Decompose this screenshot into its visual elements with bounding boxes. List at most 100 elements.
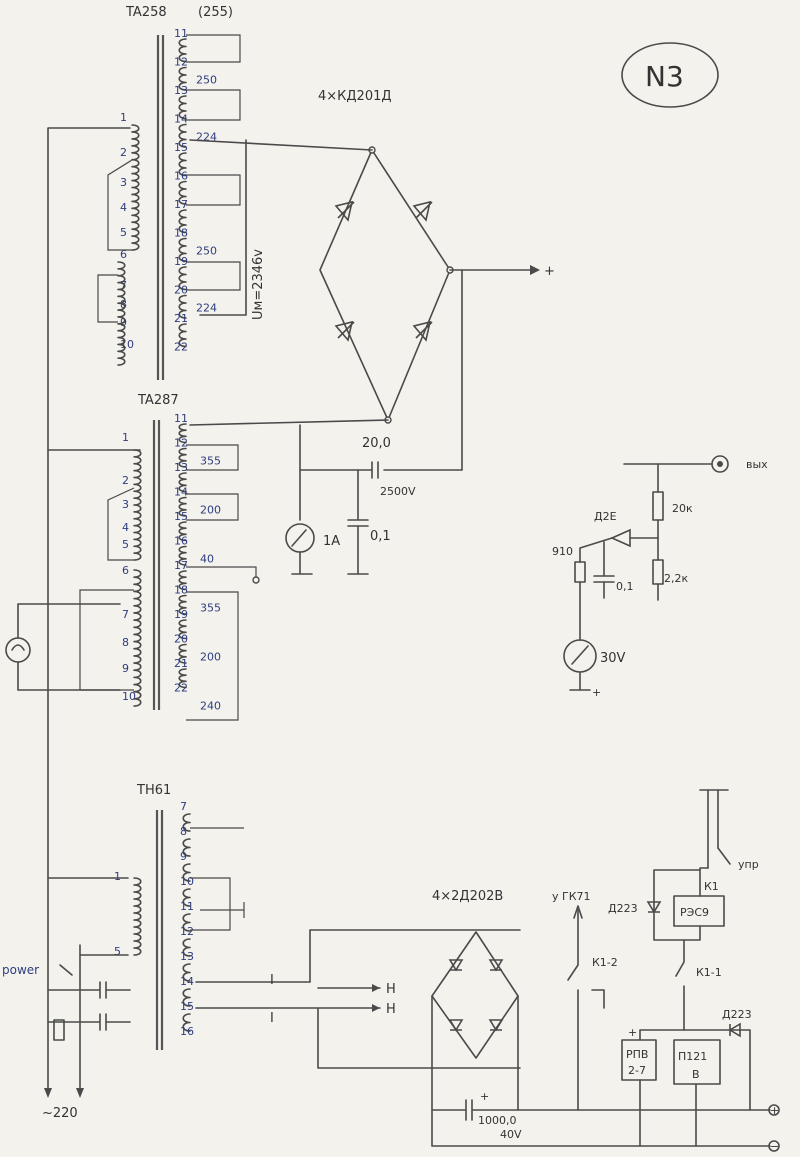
ta287-secondary-coil <box>178 423 187 444</box>
cap-big-value: 1000,0 <box>478 1114 517 1127</box>
voltmeter-ground <box>569 671 591 691</box>
th61-primary-pin: 1 <box>114 870 121 883</box>
bridge2-diode-icon <box>488 1019 504 1032</box>
bridge2-diode-icon <box>448 959 464 972</box>
upr-wires <box>707 789 719 869</box>
rpv-label-1: РПВ <box>626 1048 648 1061</box>
r1-value: 20к <box>672 502 693 515</box>
heater-arrow-2 <box>372 1004 380 1012</box>
p121-label-1: П121 <box>678 1050 707 1063</box>
ta287-secondary-voltage: 200 <box>200 651 221 664</box>
th61-secondary-pin: 16 <box>180 1025 194 1038</box>
ta287-secondary-pin: 21 <box>174 657 188 670</box>
ta287-primary-pin: 3 <box>122 498 129 511</box>
ta287-secondary-pin: 18 <box>174 584 188 597</box>
upr-switch <box>717 847 731 865</box>
resistor-r1 <box>652 491 664 521</box>
minus-rail <box>431 995 771 1147</box>
th61-secondary-coil <box>182 838 191 857</box>
mains-wire-1 <box>47 127 131 1091</box>
k12-arrow-icon <box>573 905 583 919</box>
bridge2-label: 4×2Д202В <box>432 889 503 904</box>
output-jack-center <box>717 461 723 467</box>
dc-out-arrow <box>530 265 540 275</box>
mains-arrow-1 <box>44 1088 52 1098</box>
ta287-secondary-coil <box>178 472 187 493</box>
plus-terminal-label: + <box>770 1104 779 1117</box>
ta258-primary-pin: 4 <box>120 201 127 214</box>
th61-secondary-coil <box>182 888 191 907</box>
ta287-secondary-pin: 11 <box>174 412 188 425</box>
ta258-secondary-pin: 17 <box>174 198 188 211</box>
meter-returns <box>639 1079 697 1147</box>
ta287-secondary-pin: 12 <box>174 437 188 450</box>
k11-contact <box>675 939 685 1031</box>
ta258-secondary-coil <box>178 266 187 291</box>
k12-stub <box>591 989 605 1009</box>
rpv-meter <box>621 1039 657 1081</box>
mains-filter-cap-1 <box>47 981 131 999</box>
ta287-primary-pin: 6 <box>122 564 129 577</box>
ta258-primary-pin: 3 <box>120 176 127 189</box>
th61-secondary-pin: 7 <box>180 800 187 813</box>
rpv-label-2: 2-7 <box>628 1064 646 1077</box>
ta287-secondary-pin: 22 <box>174 682 188 695</box>
ta287-tap-loop <box>186 493 239 521</box>
ammeter-needle <box>291 529 307 547</box>
ta258-secondary-pin: 13 <box>174 84 188 97</box>
coil-diode-loop <box>653 869 701 941</box>
bridge1-label: 4×КД201Д <box>318 89 392 104</box>
ta287-primary-pin: 9 <box>122 662 129 675</box>
cap2-value: 0,1 <box>370 529 391 544</box>
voltmeter-needle <box>571 645 589 665</box>
rpv-plus: + <box>628 1026 637 1039</box>
p121-meter <box>673 1039 721 1085</box>
th61-tap-loop <box>190 877 231 931</box>
ta258-secondary-coil <box>178 294 187 319</box>
mains-filter-cap-2 <box>47 1013 131 1031</box>
ta287-primary-pin: 10 <box>122 690 136 703</box>
ta258-tap-loop <box>186 174 241 206</box>
ta258-secondary-coil <box>178 123 187 148</box>
th61-primary-winding: 15 <box>114 870 142 958</box>
ta258-tap-loop <box>186 89 241 121</box>
ta287-secondary-pin: 20 <box>174 633 188 646</box>
ta287-secondary-coil <box>178 521 187 542</box>
ta258-primary-coil-b <box>117 261 126 366</box>
ta287-secondary-coil <box>178 570 187 591</box>
bridge1-ac-in-2 <box>189 419 389 426</box>
d2-label: Д223 <box>722 1008 752 1021</box>
ta287-primary-coil-b <box>133 569 142 707</box>
fan-motor-swirl <box>11 644 25 651</box>
k1-label: К1 <box>704 880 719 893</box>
ta287-secondary-pin: 14 <box>174 486 188 499</box>
fan-motor-icon <box>5 637 31 663</box>
ammeter-label: 1A <box>323 534 340 549</box>
bridge2-outline <box>431 931 519 1059</box>
bridge2-diode-icon <box>448 1019 464 1032</box>
coil-top-wire <box>699 867 709 897</box>
ta287-tap-loop <box>186 444 239 471</box>
ta258-secondary-coil <box>178 95 187 120</box>
minus-terminal-label: − <box>770 1140 779 1153</box>
th61-secondary-pin: 11 <box>180 900 194 913</box>
ta258-secondary-coil <box>178 237 187 262</box>
relay-coil <box>673 895 725 927</box>
zener-r2-wire <box>579 537 613 563</box>
th61-primary-pin: 5 <box>114 945 121 958</box>
ta287-secondary-winding: 1112355131420015164017183551920200212224… <box>174 412 260 721</box>
ta258-primary-strap-b <box>97 274 118 323</box>
minus-terminal-icon <box>768 1140 780 1152</box>
zener-diode-icon <box>610 528 631 548</box>
zener-label: Д2Е <box>594 510 617 523</box>
transformer-th61-name: TH61 <box>136 783 171 798</box>
relay-label: РЭС9 <box>680 906 709 919</box>
th61-secondary-pin: 14 <box>180 975 194 988</box>
heater-arrow-1 <box>372 984 380 992</box>
heater-wire-2 <box>195 1007 521 1069</box>
ta287-primary-pin: 8 <box>122 636 129 649</box>
upr-label: упр <box>738 858 759 871</box>
bridge2-diode-icon <box>488 959 504 972</box>
fan-wire-bottom <box>17 661 121 691</box>
